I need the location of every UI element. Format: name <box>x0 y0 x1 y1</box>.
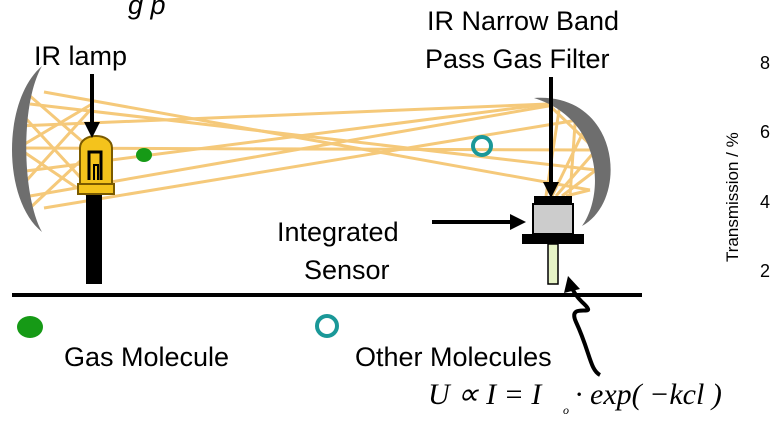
legend-other-molecule-icon <box>315 314 339 338</box>
gas-molecule-in-beam <box>136 148 152 162</box>
ir-lamp-arrow <box>84 74 100 138</box>
ir-lamp-label: IR lamp <box>34 41 127 71</box>
right-reflector <box>534 97 611 226</box>
legend-gas-molecule-icon <box>17 316 43 338</box>
legend-other-label: Other Molecules <box>355 342 552 372</box>
filter-label-line1: IR Narrow Band <box>427 6 619 36</box>
sensor-arrow <box>432 214 526 230</box>
other-molecule-in-beam <box>471 135 493 157</box>
integrated-sensor <box>522 196 584 285</box>
ir-lamp <box>77 135 115 284</box>
transmission-chart-fragment: Transmission / % 8 6 4 2 <box>723 53 770 281</box>
filter-label-line2: Pass Gas Filter <box>425 44 610 74</box>
legend-gas-label: Gas Molecule <box>64 342 229 372</box>
sensor-label-line1: Integrated <box>277 217 399 247</box>
chart-tick-label-3: 4 <box>760 192 770 212</box>
formula-main: U ∝ I = I <box>428 378 543 411</box>
formula-tail: · exp( −kcl ) <box>575 378 722 411</box>
formula: U ∝ I = I o · exp( −kcl ) <box>428 378 722 417</box>
chart-tick-label-4: 2 <box>760 261 770 281</box>
chart-tick-label-2: 6 <box>760 122 770 142</box>
top-heading-fragment: g p <box>128 0 166 20</box>
chart-tick-label-1: 8 <box>760 53 770 73</box>
legend: Gas Molecule Other Molecules <box>17 314 552 372</box>
left-reflector <box>12 66 42 232</box>
chart-y-axis-label: Transmission / % <box>723 132 742 262</box>
filter-arrow <box>543 77 559 198</box>
output-arrow <box>564 276 602 377</box>
formula-subscript: o <box>563 403 569 417</box>
sensor-label-line2: Sensor <box>304 255 390 285</box>
